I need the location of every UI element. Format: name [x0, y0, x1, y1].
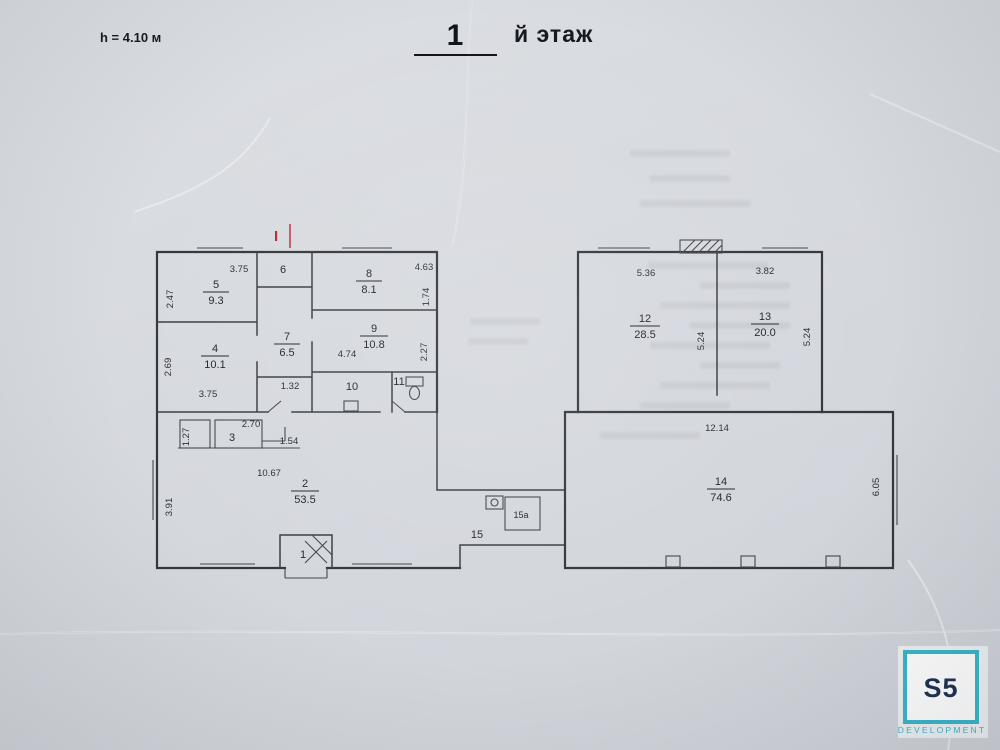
dim-room12-top: 5.36 — [637, 268, 656, 279]
corridor-walls — [436, 411, 566, 569]
dimension-labels: 3.75 2.47 4.63 1.74 2.69 3.75 1.32 4.74 … — [163, 262, 882, 516]
dim-room5-left: 2.47 — [165, 290, 176, 309]
room4-area: 10.1 — [204, 359, 225, 371]
ceiling-height-note: h = 4.10 м — [100, 30, 161, 45]
right-block-lower-walls — [563, 410, 895, 570]
dim-room14-top: 12.14 — [705, 423, 729, 434]
room8-area: 8.1 — [361, 284, 376, 296]
dim-room9-right: 2.27 — [419, 343, 430, 362]
room10-number: 10 — [346, 381, 358, 393]
axis-mark-label: I — [274, 228, 278, 245]
room12-number: 12 — [639, 313, 651, 325]
dim-room3-top: 2.70 — [242, 419, 261, 430]
room3-zone-walls — [178, 419, 300, 449]
room4-number: 4 — [212, 343, 218, 355]
room9-area: 10.8 — [363, 339, 384, 351]
room14-number: 14 — [715, 476, 727, 488]
room12-area: 28.5 — [634, 329, 655, 341]
room5-number: 5 — [213, 279, 219, 291]
dim-room8-top: 4.63 — [415, 262, 434, 273]
room15a-number: 15а — [513, 510, 528, 520]
page-bleed-through — [468, 150, 790, 439]
room11-number: 11 — [393, 376, 404, 388]
dim-room9-left: 4.74 — [338, 349, 357, 360]
room13-area: 20.0 — [754, 327, 775, 339]
dim-room3-left: 1.27 — [181, 428, 192, 447]
room9-number: 9 — [371, 323, 377, 335]
room6-number: 6 — [280, 264, 286, 276]
logo-mark: S5 — [923, 673, 958, 703]
left-block-inner-walls — [156, 251, 438, 413]
axis-mark-group: I — [274, 224, 291, 248]
room8-number: 8 — [366, 268, 372, 280]
left-block-outer-walls — [155, 250, 462, 570]
right-block-upper-walls — [576, 250, 824, 414]
entrance-stairs — [279, 534, 333, 579]
room7-area: 6.5 — [279, 347, 294, 359]
room7-number: 7 — [284, 331, 290, 343]
developer-logo: S5 DEVELOPMENT — [898, 646, 988, 738]
room5-area: 9.3 — [208, 295, 223, 307]
sink-icon — [485, 495, 504, 510]
room13-number: 13 — [759, 311, 771, 323]
dim-room2-left: 3.91 — [164, 498, 175, 517]
dim-room2-top: 10.67 — [257, 468, 281, 479]
logo-caption: DEVELOPMENT — [898, 725, 986, 735]
dim-room5-top: 3.75 — [230, 264, 249, 275]
dim-room13-right: 5.24 — [802, 328, 813, 347]
room1-number: 1 — [300, 549, 306, 561]
dim-room12-right: 5.24 — [696, 332, 707, 351]
sheet-header: h = 4.10 м 1 й этаж — [100, 19, 593, 56]
toilet-icon — [405, 376, 424, 401]
floor-title: й этаж — [514, 21, 593, 47]
room2-number: 2 — [302, 478, 308, 490]
floor-number: 1 — [447, 19, 464, 52]
room-labels: 5 9.3 6 8 8.1 4 10.1 7 6.5 9 10.8 10 11 … — [201, 264, 779, 561]
dim-room4-bottom: 3.75 — [199, 389, 218, 400]
dim-room4-left: 2.69 — [163, 358, 174, 377]
dim-room7-bottom: 1.32 — [281, 381, 300, 392]
dim-room8-right: 1.74 — [421, 288, 432, 307]
logo-frame — [903, 650, 979, 724]
dim-room3-right: 1.54 — [280, 436, 299, 447]
window-marks — [152, 247, 898, 568]
room2-area: 53.5 — [294, 494, 315, 506]
dim-room13-top: 3.82 — [756, 266, 775, 277]
room3-number: 3 — [229, 432, 235, 444]
washbasin-icon — [343, 400, 359, 412]
room15-number: 15 — [471, 529, 483, 541]
dim-room14-right: 6.05 — [871, 478, 882, 497]
room14-area: 74.6 — [710, 492, 731, 504]
hatched-shaft — [679, 239, 723, 254]
